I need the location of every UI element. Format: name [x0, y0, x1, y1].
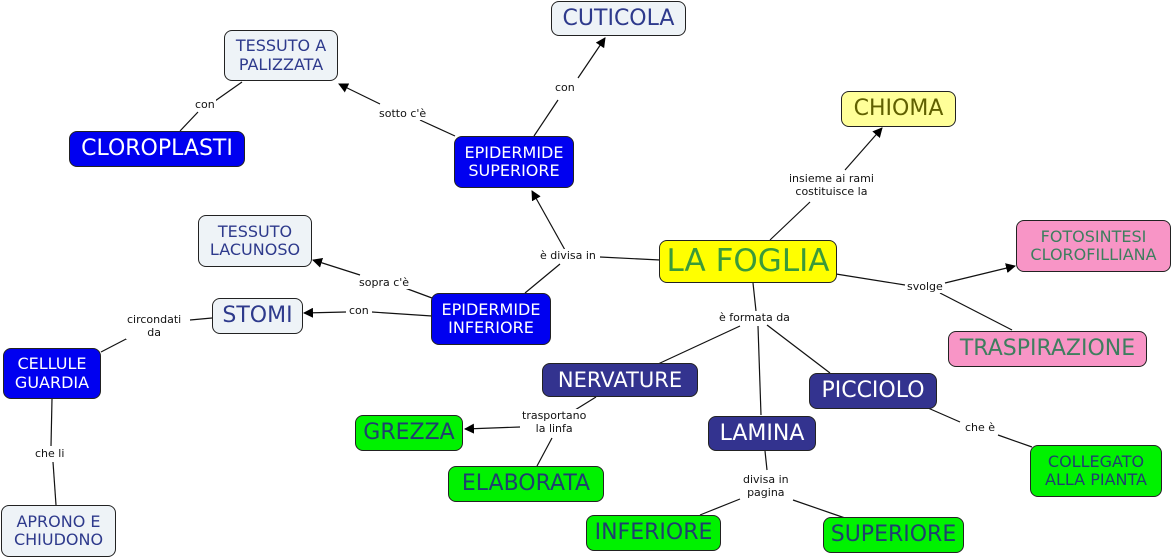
link-line: [599, 256, 661, 261]
concept-elaborata[interactable]: ELABORATA: [448, 466, 604, 502]
link-label-con: con: [348, 304, 370, 318]
concept-cellule-guardia[interactable]: CELLULE GUARDIA: [3, 348, 101, 399]
link-line: [752, 282, 757, 312]
concept-stomi[interactable]: STOMI: [212, 298, 303, 334]
link-line: [303, 307, 347, 318]
concept-epidermide-inferiore[interactable]: EPIDERMIDE INFERIORE: [431, 293, 551, 345]
link-line: [464, 423, 521, 434]
concept-chioma[interactable]: CHIOMA: [841, 91, 956, 127]
link-line: [577, 37, 606, 79]
link-label-sopra-ce: sopra c'è: [358, 276, 411, 290]
link-label-che-li: che li: [34, 447, 66, 461]
link-line: [214, 81, 243, 102]
link-line: [338, 83, 381, 105]
link-line: [769, 201, 811, 241]
link-line: [844, 127, 883, 171]
link-label-trasportano-la-linfa: trasportano la linfa: [521, 409, 588, 436]
link-label-e-formata-da: è formata da: [718, 311, 791, 325]
link-line: [757, 325, 762, 416]
link-line: [536, 437, 553, 467]
link-line: [939, 292, 1013, 331]
link-line: [371, 311, 433, 317]
link-line: [574, 396, 597, 411]
concept-cuticola[interactable]: CUTICOLA: [551, 1, 686, 36]
link-line: [312, 257, 361, 276]
link-line: [100, 337, 129, 353]
link-line: [52, 461, 57, 506]
link-line: [524, 263, 561, 294]
link-label-svolge: svolge: [906, 280, 944, 294]
link-label-e-divisa-in: è divisa in: [539, 249, 597, 263]
link-line: [927, 407, 961, 423]
link-line: [657, 325, 741, 365]
link-label-circondati-da: circondati da: [126, 313, 183, 340]
link-label-che-e: che è: [964, 421, 997, 435]
link-line: [50, 398, 53, 447]
concept-grezza[interactable]: GREZZA: [355, 415, 463, 451]
concept-nervature[interactable]: NERVATURE: [542, 363, 698, 397]
link-line: [997, 434, 1033, 448]
link-line: [533, 99, 559, 137]
concept-superiore[interactable]: SUPERIORE: [823, 517, 964, 553]
concept-cloroplasti[interactable]: CLOROPLASTI: [69, 131, 245, 167]
link-line: [531, 190, 566, 251]
concept-picciolo[interactable]: PICCIOLO: [809, 373, 937, 409]
link-line: [189, 317, 213, 321]
concept-inferiore[interactable]: INFERIORE: [586, 515, 721, 551]
concept-fotosintesi-clorofilliana[interactable]: FOTOSINTESI CLOROFILLIANA: [1016, 220, 1171, 272]
concept-la-foglia[interactable]: LA FOGLIA: [659, 240, 837, 283]
link-line: [699, 498, 741, 516]
link-label-insieme-ai-rami: insieme ai rami costituisce la: [788, 172, 875, 199]
link-label-divisa-in-pagina: divisa in pagina: [742, 473, 790, 500]
link-label-con: con: [194, 98, 216, 112]
link-label-sotto-ce: sotto c'è: [378, 107, 428, 121]
concept-tessuto-lacunoso[interactable]: TESSUTO LACUNOSO: [198, 215, 312, 267]
link-line: [179, 111, 199, 132]
link-line: [792, 499, 846, 519]
link-line: [835, 273, 906, 286]
concept-tessuto-a-palizzata[interactable]: TESSUTO A PALIZZATA: [224, 30, 338, 81]
link-line: [766, 324, 831, 374]
link-line: [944, 263, 1016, 284]
concept-lamina[interactable]: LAMINA: [708, 416, 816, 451]
concept-epidermide-superiore[interactable]: EPIDERMIDE SUPERIORE: [454, 136, 574, 188]
concept-aprono-e-chiudono[interactable]: APRONO E CHIUDONO: [1, 505, 116, 557]
link-line: [419, 119, 456, 137]
concept-collegato-alla-pianta[interactable]: COLLEGATO ALLA PIANTA: [1030, 445, 1162, 497]
link-line: [404, 287, 433, 299]
link-label-con: con: [554, 81, 576, 95]
link-line: [764, 450, 768, 471]
concept-traspirazione[interactable]: TRASPIRAZIONE: [948, 331, 1147, 367]
